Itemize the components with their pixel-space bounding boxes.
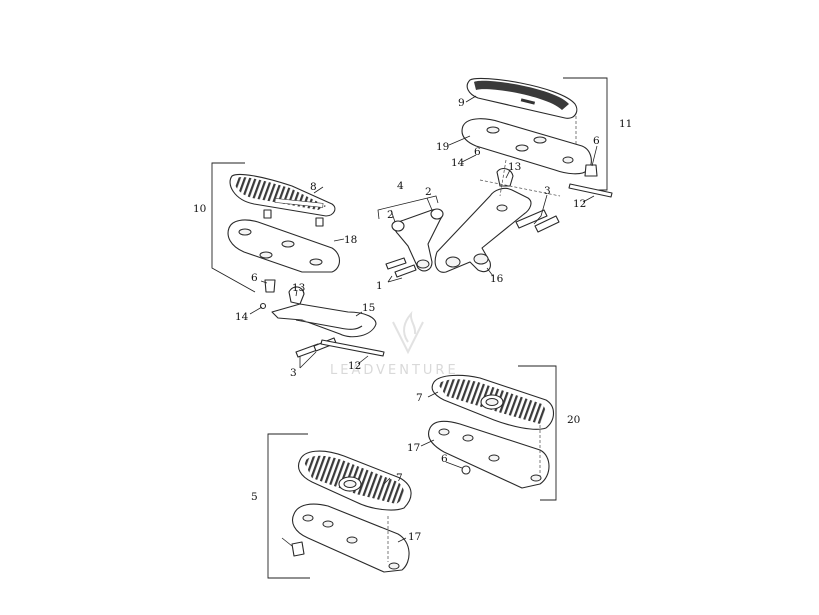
callout-17-right: 17 [407, 442, 420, 454]
callout-17-bottom: 17 [408, 531, 421, 543]
callout-labels: 9 11 19 6 14 6 13 3 12 4 2 2 16 1 8 10 1… [193, 97, 632, 543]
callout-12-top: 12 [573, 198, 586, 210]
callout-7-bottom: 7 [396, 472, 403, 484]
floorboard-top-right [461, 77, 608, 191]
callout-2-right: 2 [425, 186, 432, 198]
callout-6-top-right: 6 [593, 135, 600, 147]
callout-14-left: 14 [235, 311, 249, 323]
callout-6-left: 6 [251, 272, 258, 284]
callout-5: 5 [251, 491, 258, 503]
callout-14-top: 14 [451, 157, 465, 169]
linkage-4 [377, 195, 444, 278]
callout-13-top: 13 [508, 161, 521, 173]
support-arm-16 [434, 159, 613, 273]
flame-v-logo-icon [392, 310, 424, 355]
callout-7-right: 7 [416, 392, 423, 404]
callout-3-left: 3 [290, 367, 297, 379]
callout-20: 20 [567, 414, 580, 426]
callout-19: 19 [436, 141, 449, 153]
callout-6-top-left: 6 [474, 146, 481, 158]
callout-6-right: 6 [441, 453, 448, 465]
callout-16: 16 [490, 273, 504, 285]
callout-3-top: 3 [544, 185, 551, 197]
callout-11: 11 [619, 118, 632, 130]
support-arm-15 [259, 286, 385, 358]
callout-1: 1 [376, 280, 383, 292]
floorboard-bottom [267, 433, 412, 579]
callout-12-left: 12 [348, 360, 361, 372]
callout-13-left: 13 [292, 282, 305, 294]
callout-4: 4 [397, 180, 404, 192]
callout-10: 10 [193, 203, 206, 215]
leader-lines [249, 95, 598, 547]
callout-18: 18 [344, 234, 357, 246]
callout-15: 15 [362, 302, 375, 314]
floorboard-right [427, 365, 557, 501]
callout-2-left: 2 [387, 209, 394, 221]
callout-9: 9 [458, 97, 465, 109]
callout-8: 8 [310, 181, 317, 193]
floorboard-left [211, 162, 341, 293]
watermark-text: LEADVENTURE [330, 363, 459, 378]
watermark: LEADVENTURE [330, 310, 459, 378]
